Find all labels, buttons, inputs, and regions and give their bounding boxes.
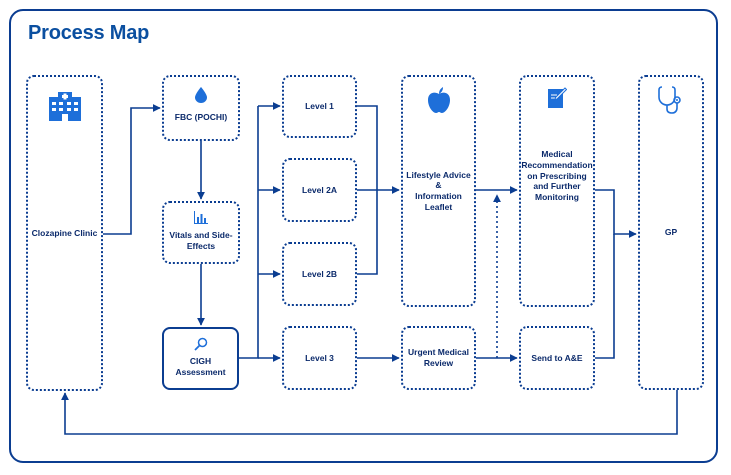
urgent-label: Urgent Medical Review: [408, 347, 469, 368]
bar-chart-icon: [194, 211, 208, 224]
edge-ae-gp: [595, 234, 615, 359]
edge-medrec-gp: [595, 189, 637, 238]
cigh-assessment-node[interactable]: CIGH Assessment: [162, 327, 239, 390]
gp-label: GP: [664, 227, 678, 238]
clozapine-clinic-label: Clozapine Clinic: [31, 227, 98, 238]
hospital-icon: [48, 92, 81, 121]
urgent-medical-review-node[interactable]: Urgent Medical Review: [401, 326, 476, 390]
level-1-label: Level 1: [305, 101, 334, 112]
lifestyle-label: Lifestyle Advice & Information Leaflet: [406, 169, 471, 212]
level-2a-node[interactable]: Level 2A: [282, 158, 357, 222]
edge-clinic-fbc: [103, 104, 161, 235]
send-to-ae-node[interactable]: Send to A&E: [519, 326, 595, 390]
cigh-label: CIGH Assessment: [175, 355, 226, 377]
level-3-label: Level 3: [305, 352, 334, 363]
lifestyle-advice-node[interactable]: Lifestyle Advice & Information Leaflet: [401, 75, 476, 307]
fbc-node[interactable]: FBC (POCHI): [162, 75, 240, 141]
medical-rec-label: Medical Recommendation on Prescribing an…: [521, 149, 593, 202]
level-2a-label: Level 2A: [302, 184, 337, 195]
edge-level1-lifestyle: [357, 105, 378, 190]
magnifier-icon: [193, 337, 207, 351]
vitals-label: Vitals and Side- Effects: [169, 229, 233, 251]
stethoscope-icon: [658, 86, 681, 114]
level-2b-node[interactable]: Level 2B: [282, 242, 357, 306]
edge-gp-clinic: [61, 390, 678, 435]
document-pen-icon: [548, 87, 567, 108]
level-1-node[interactable]: Level 1: [282, 75, 357, 138]
vitals-node[interactable]: Vitals and Side- Effects: [162, 201, 240, 264]
send-ae-label: Send to A&E: [531, 352, 583, 363]
droplet-icon: [195, 87, 207, 103]
level-2b-label: Level 2B: [302, 268, 337, 279]
medical-recommendation-node[interactable]: Medical Recommendation on Prescribing an…: [519, 75, 595, 307]
gp-node[interactable]: GP: [638, 75, 704, 390]
fbc-label: FBC (POCHI): [174, 111, 228, 122]
page-title: Process Map: [28, 22, 150, 44]
process-map-frame: [9, 9, 718, 463]
level-3-node[interactable]: Level 3: [282, 326, 357, 390]
apple-icon: [427, 87, 450, 113]
edge-level2b-lifestyle: [357, 190, 378, 275]
clozapine-clinic-node[interactable]: Clozapine Clinic: [26, 75, 103, 391]
edge-cigh-bus: [239, 106, 259, 359]
